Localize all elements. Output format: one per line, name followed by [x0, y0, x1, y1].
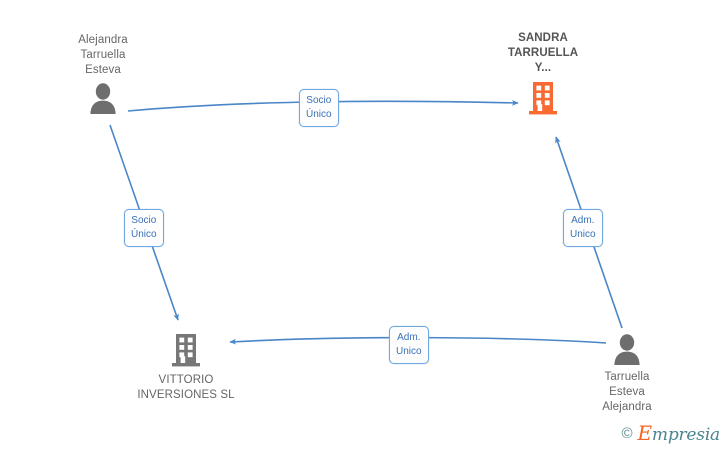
person-icon — [614, 334, 640, 365]
node-label-sandra-tarruella: SANDRA TARRUELLA Y... — [507, 32, 579, 74]
node-label-tarruella-esteva-alejandra: Tarruella Esteva Alejandra — [602, 371, 652, 413]
empresia-watermark: © Empresia — [621, 423, 720, 444]
copyright-icon: © — [621, 425, 633, 442]
node-label-alejandra-top-left: Alejandra Tarruella Esteva — [78, 34, 128, 76]
node-company-sandra-tarruella[interactable]: SANDRA TARRUELLA Y... — [468, 31, 618, 116]
node-company-vittorio-inversiones[interactable]: VITTORIO INVERSIONES SL — [111, 332, 261, 403]
node-person-tarruella-esteva-alejandra[interactable]: Tarruella Esteva Alejandra — [552, 333, 702, 415]
edge-badge-alejandra-to-vittorio[interactable]: Socio Único — [124, 209, 164, 247]
building-icon — [172, 334, 200, 367]
empresia-logo-rest: mpresia — [651, 425, 720, 445]
empresia-logo-initial: E — [637, 421, 653, 445]
person-icon — [90, 83, 116, 114]
empresia-logo-text: Empresia — [638, 423, 721, 444]
building-icon — [529, 82, 557, 115]
node-label-vittorio-inversiones: VITTORIO INVERSIONES SL — [137, 374, 235, 401]
node-person-alejandra-top-left[interactable]: Alejandra Tarruella Esteva — [28, 33, 178, 114]
edge-badge-tarruella-to-vittorio[interactable]: Adm. Unico — [389, 326, 429, 364]
edge-badge-alejandra-to-sandra[interactable]: Socio Único — [299, 89, 339, 127]
edge-badge-tarruella-to-sandra[interactable]: Adm. Unico — [563, 209, 603, 247]
